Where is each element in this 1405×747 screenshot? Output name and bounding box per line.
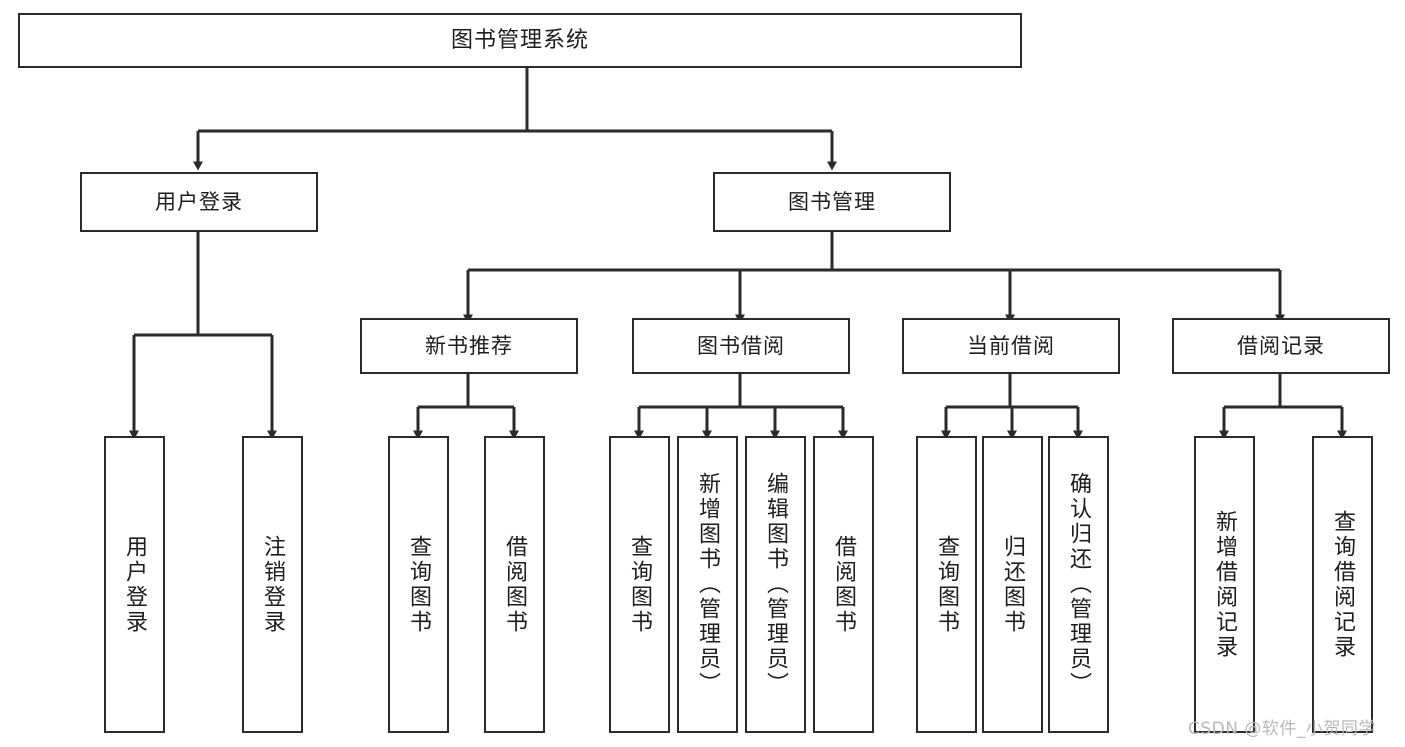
node-label: 查询图书 xyxy=(627,534,653,635)
node-label: 借阅图书 xyxy=(502,534,528,635)
node-label: 查询图书 xyxy=(934,534,960,635)
node-label: 注销登录 xyxy=(260,534,286,635)
node-book-borrow[interactable]: 图书借阅 xyxy=(632,318,850,374)
node-user-login[interactable]: 用户登录 xyxy=(80,172,318,232)
node-new-book-recommend[interactable]: 新书推荐 xyxy=(360,318,578,374)
leaf-user-login[interactable]: 用户登录 xyxy=(104,436,165,733)
leaf-query-book-borrow[interactable]: 查询图书 xyxy=(609,436,670,733)
leaf-borrow-book[interactable]: 借阅图书 xyxy=(813,436,874,733)
node-label: 编辑图书（管理员） xyxy=(763,472,789,697)
node-current-borrow[interactable]: 当前借阅 xyxy=(902,318,1120,374)
node-book-manage[interactable]: 图书管理 xyxy=(713,172,951,232)
node-label: 借阅记录 xyxy=(1237,333,1325,358)
node-label: 当前借阅 xyxy=(967,333,1055,358)
node-label: 图书借阅 xyxy=(697,333,785,358)
leaf-return-book[interactable]: 归还图书 xyxy=(982,436,1043,733)
node-label: 新增图书（管理员） xyxy=(695,472,721,697)
leaf-add-book[interactable]: 新增图书（管理员） xyxy=(677,436,738,733)
leaf-logout-login[interactable]: 注销登录 xyxy=(242,436,303,733)
leaf-edit-book[interactable]: 编辑图书（管理员） xyxy=(745,436,806,733)
leaf-query-book-recommend[interactable]: 查询图书 xyxy=(388,436,449,733)
node-label: 查询借阅记录 xyxy=(1330,509,1356,660)
node-label: 图书管理 xyxy=(788,189,876,214)
node-root-system[interactable]: 图书管理系统 xyxy=(18,13,1022,68)
node-label: 借阅图书 xyxy=(831,534,857,635)
leaf-query-book-current[interactable]: 查询图书 xyxy=(916,436,977,733)
leaf-borrow-book-recommend[interactable]: 借阅图书 xyxy=(484,436,545,733)
leaf-confirm-return[interactable]: 确认归还（管理员） xyxy=(1048,436,1109,733)
node-label: 用户登录 xyxy=(155,189,243,214)
node-label: 确认归还（管理员） xyxy=(1066,472,1092,697)
node-label: 查询图书 xyxy=(406,534,432,635)
watermark-text: CSDN @软件_小贺同学 xyxy=(1188,719,1376,739)
node-label: 用户登录 xyxy=(122,534,148,635)
node-borrow-record[interactable]: 借阅记录 xyxy=(1172,318,1390,374)
node-label: 新书推荐 xyxy=(425,333,513,358)
leaf-query-borrow-record[interactable]: 查询借阅记录 xyxy=(1312,436,1373,733)
node-label: 归还图书 xyxy=(1000,534,1026,635)
node-label: 图书管理系统 xyxy=(450,27,589,53)
leaf-add-borrow-record[interactable]: 新增借阅记录 xyxy=(1194,436,1255,733)
node-label: 新增借阅记录 xyxy=(1212,509,1238,660)
